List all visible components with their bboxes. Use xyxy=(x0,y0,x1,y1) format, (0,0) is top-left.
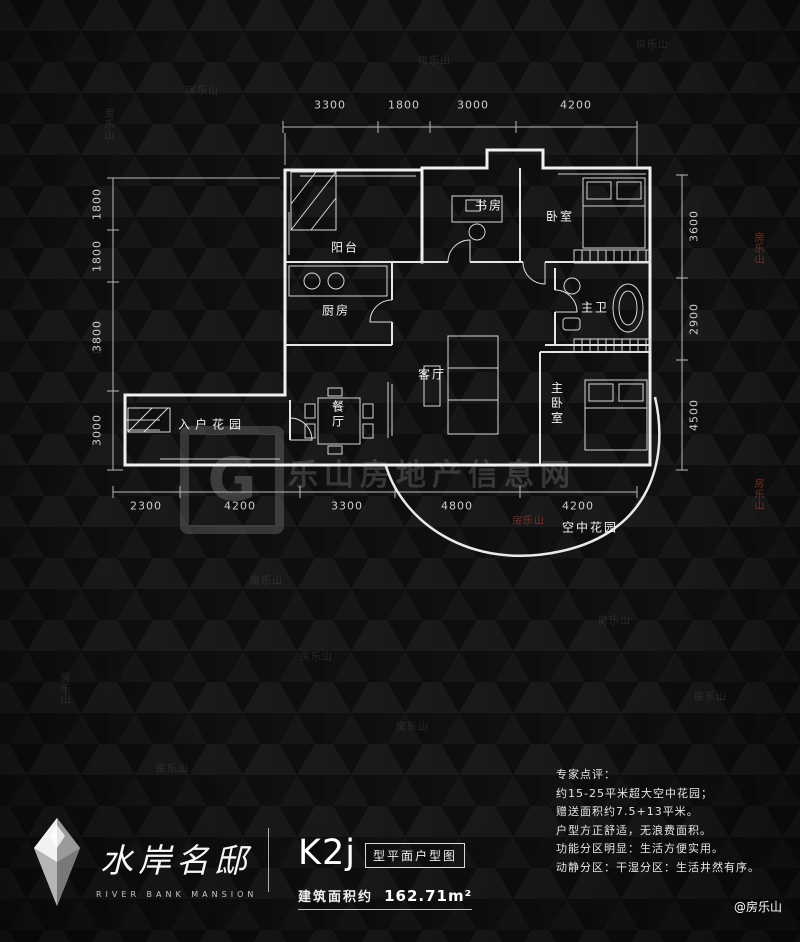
watermark-text: 房乐山 xyxy=(156,764,189,775)
watermark-text: 房乐山 xyxy=(636,40,669,51)
room-label-kitchen: 厨房 xyxy=(321,303,351,318)
area-line: 建筑面积约 162.71m² xyxy=(298,886,473,910)
room-label-living-room: 客厅 xyxy=(417,367,447,382)
brand-name-cn: 水岸名邸 xyxy=(100,841,252,880)
room-label-balcony: 阳台 xyxy=(330,240,360,255)
walls-inner xyxy=(285,168,650,465)
review-line: 赠送面积约7.5+13平米。 xyxy=(556,805,699,818)
dim-bottom-5: 4200 xyxy=(562,499,594,513)
unit-type-label: 型平面户型图 xyxy=(364,843,465,868)
brand-name-en: RIVER BANK MANSION xyxy=(96,890,258,899)
review-line: 户型方正舒适，无浪费面积。 xyxy=(556,823,712,837)
review-line: 约15-25平米超大空中花园； xyxy=(556,786,713,800)
dim-right-1: 3600 xyxy=(687,210,701,242)
room-label-study: 书房 xyxy=(474,198,504,213)
dim-left-1: 1800 xyxy=(90,188,104,220)
watermark-text: 房乐山 xyxy=(598,616,631,627)
watermark-text: 房乐山 xyxy=(396,722,429,733)
sky-garden-curve xyxy=(384,396,661,557)
area-value: 162.71m² xyxy=(384,887,473,905)
expert-review: 专家点评： 约15-25平米超大空中花园； 赠送面积约7.5+13平米。 户型方… xyxy=(556,766,776,877)
review-title: 专家点评： xyxy=(556,768,616,781)
room-label-sky-garden: 空中花园 xyxy=(561,520,619,535)
review-line: 动静分区：干湿分区：生活井然有序。 xyxy=(556,860,760,874)
credit-text: @房乐山 xyxy=(734,900,783,914)
dim-left-2: 1800 xyxy=(90,240,104,272)
room-label-master-bedroom: 主卧室 xyxy=(549,381,564,427)
brand-logo xyxy=(28,816,86,912)
dim-right-3: 4500 xyxy=(687,399,701,431)
watermark-text: 房乐山 xyxy=(512,516,545,527)
area-prefix: 建筑面积约 xyxy=(298,890,374,905)
review-line: 功能分区明显：生活方便实用。 xyxy=(556,842,724,855)
watermark-text: 房乐山 xyxy=(418,56,451,67)
watermark-text: 房乐山 xyxy=(300,652,333,663)
watermark-text: 房乐山 xyxy=(752,232,763,265)
window-lines xyxy=(125,173,646,460)
room-label-entry-garden: 入户花园 xyxy=(177,417,247,432)
dim-left-3: 3800 xyxy=(90,320,104,352)
watermark-text: 房乐山 xyxy=(250,576,283,587)
dim-top-3: 3000 xyxy=(457,98,489,112)
room-label-bedroom: 卧室 xyxy=(545,209,575,224)
watermark-text: 房乐山 xyxy=(102,108,113,141)
dim-bottom-2: 4200 xyxy=(224,499,256,513)
dim-bottom-4: 4800 xyxy=(441,499,473,513)
dim-top-4: 4200 xyxy=(560,98,592,112)
dim-right-2: 2900 xyxy=(687,303,701,335)
dimension-lines xyxy=(107,121,688,498)
room-label-dining-room: 餐厅 xyxy=(330,400,345,430)
footer-divider xyxy=(268,828,269,892)
watermark-text: 房乐山 xyxy=(694,692,727,703)
dim-left-4: 3000 xyxy=(90,414,104,446)
watermark-text: 房乐山 xyxy=(752,478,763,511)
footer: 水岸名邸 RIVER BANK MANSION K2j 型平面户型图 建筑面积约… xyxy=(0,750,800,942)
watermark-text: 房乐山 xyxy=(58,672,69,705)
furniture xyxy=(288,177,648,455)
dim-top-2: 1800 xyxy=(388,98,420,112)
doors xyxy=(289,239,578,441)
dim-top-1: 3300 xyxy=(314,98,346,112)
hatch-areas xyxy=(127,171,651,433)
dim-bottom-1: 2300 xyxy=(130,499,162,513)
unit-code: K2j xyxy=(298,833,356,873)
watermark-text: 房乐山 xyxy=(90,322,101,355)
watermark-text: 房乐山 xyxy=(186,86,219,97)
dim-bottom-3: 3300 xyxy=(331,499,363,513)
watermark-logo: G xyxy=(180,426,284,534)
unit-title-row: K2j 型平面户型图 xyxy=(298,836,465,871)
room-label-master-bath: 主卫 xyxy=(580,300,610,315)
